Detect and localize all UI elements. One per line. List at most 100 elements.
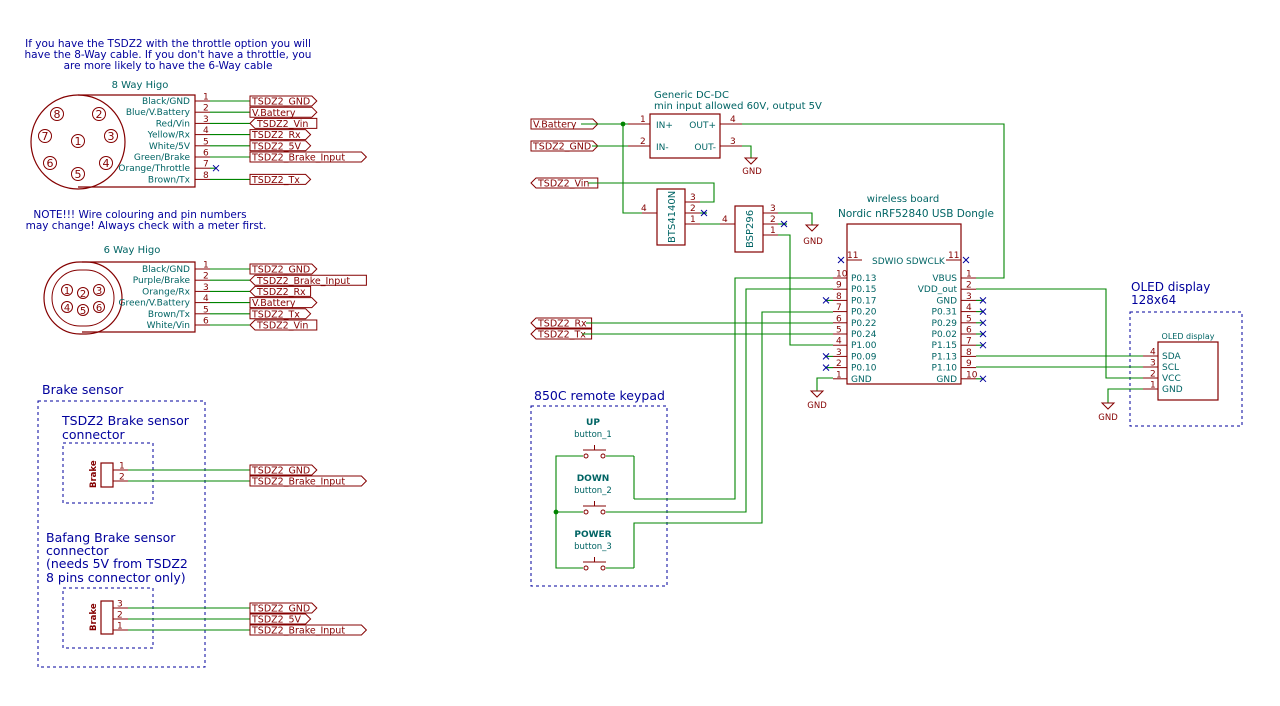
board-gnd-symbol <box>809 390 825 398</box>
no-connect-mark <box>212 164 220 172</box>
board-right-pin-num: 5 <box>966 314 972 324</box>
bts4140n-part: BTS4140N 3 2 1 4 <box>641 188 708 246</box>
board-pin-sdwio: SDWIO <box>872 257 903 267</box>
higo8-pin-num: 3 <box>203 115 209 125</box>
board-body <box>846 223 962 385</box>
tsdz2-brake-part-name: Brake <box>89 460 99 488</box>
board-right-pin-name: P0.02 <box>932 330 957 340</box>
throttle-note-line-1: If you have the TSDZ2 with the throttle … <box>25 38 311 50</box>
higo-6-pos: 2 <box>80 289 86 300</box>
no-connect-mark <box>822 297 830 304</box>
higo-8-body <box>78 94 196 188</box>
oled-pin-num: 4 <box>1150 348 1156 358</box>
higo6-pin-num: 1 <box>203 261 209 271</box>
higo8-net-label-text: TSDZ2_Vin <box>256 119 308 130</box>
higo6-wire-color: Black/GND <box>142 265 190 275</box>
higo6-net-label-shape <box>249 319 318 331</box>
junction-dot <box>620 121 626 127</box>
board-tx-label-text: TSDZ2_Tx <box>537 330 586 341</box>
higo-8-pos: 4 <box>103 157 110 170</box>
bafang-brake-title-4: 8 pins connector only) <box>46 570 186 585</box>
board-left-pin-num: 10 <box>836 270 848 280</box>
higo8-net-label: TSDZ2_5V <box>249 140 312 152</box>
board-gnd-label: GND <box>807 401 827 411</box>
dcdc-gnd-net-label: TSDZ2_GND <box>530 140 599 153</box>
higo8-wire-color: Blue/V.Battery <box>126 108 191 118</box>
tsdz2-brake-net-label-text: TSDZ2_GND <box>251 466 310 477</box>
dcdc-num-in-plus: 1 <box>640 115 646 125</box>
higo6-net-label-shape <box>249 297 318 309</box>
board-left-pin-name: GND <box>851 375 872 385</box>
board-num-sdwio: 11 <box>847 251 858 261</box>
higo8-wire-color: Green/Brake <box>134 153 191 163</box>
oled-pin-num: 2 <box>1150 370 1156 380</box>
higo-8-title: 8 Way Higo <box>112 80 169 91</box>
throttle-note-line-3: are more likely to have the 6-Way cable <box>64 60 273 72</box>
board-rx-label: TSDZ2_Rx <box>530 317 593 330</box>
dcdc-num-out-minus: 3 <box>730 137 736 147</box>
higo-6-body <box>82 261 196 333</box>
bsp-gnd-symbol <box>804 224 820 232</box>
higo8-pin-num: 5 <box>203 137 209 147</box>
board-right-pin-num: 9 <box>966 359 972 369</box>
board-left-pin-num: 4 <box>836 337 842 347</box>
keypad-button-ref: button_2 <box>574 486 612 496</box>
higo6-net-label-text: TSDZ2_Tx <box>251 309 300 320</box>
higo6-wire-color: Purple/Brake <box>133 276 191 286</box>
dcdc-converter: Generic DC-DC min input allowed 60V, out… <box>628 90 822 177</box>
dcdc-vin-label-text: TSDZ2_Vin <box>537 179 589 190</box>
higo8-net-label: TSDZ2_Rx <box>249 129 312 141</box>
higo-6-pos: 4 <box>64 303 70 314</box>
oled-frame <box>1129 311 1243 427</box>
higo8-wire-color: Black/GND <box>142 97 190 107</box>
board-right-pin-name: GND <box>936 375 957 385</box>
higo-8-pos: 1 <box>75 135 82 148</box>
higo8-net-label-shape <box>249 129 312 141</box>
board-right-pin-num: 8 <box>966 348 972 358</box>
board-right-pin-num: 7 <box>966 337 972 347</box>
higo6-net-label-text: TSDZ2_Vin <box>256 321 308 332</box>
tsdz2-brake-connector <box>100 462 114 488</box>
dcdc-net-labels: V.BatteryTSDZ2_GNDTSDZ2_VinTSDZ2_RxTSDZ2… <box>530 118 599 341</box>
dcdc-num-in-minus: 2 <box>640 137 646 147</box>
oled-pin-name: VCC <box>1162 374 1181 384</box>
board-right-pin-num: 1 <box>966 270 972 280</box>
board-left-pin-name: P1.00 <box>851 341 877 351</box>
tsdz2-brake-net-label-shape <box>249 475 368 487</box>
higo-8-pos: 7 <box>42 130 49 143</box>
board-right-pin-name: P1.10 <box>932 364 958 374</box>
higo6-net-label: TSDZ2_GND <box>249 263 318 276</box>
no-connect-mark <box>979 297 987 304</box>
higo8-pin-num: 7 <box>203 160 209 170</box>
higo8-net-label: TSDZ2_Brake_Input <box>249 151 368 164</box>
higo6-net-label: V.Battery <box>249 297 318 309</box>
wire-note-line-2: may change! Always check with a meter fi… <box>26 220 267 232</box>
board-left-pin-name: P0.20 <box>851 308 877 318</box>
dcdc-pin-in-minus: IN- <box>656 143 669 153</box>
higo6-net-label-shape <box>249 274 367 286</box>
higo-8-pos: 3 <box>108 130 115 143</box>
higo8-wire-color: White/5V <box>149 142 191 152</box>
bafang-brake-net-label-shape <box>249 602 318 614</box>
higo8-wire-color: Yellow/Rx <box>147 131 191 141</box>
higo6-net-label-text: V.Battery <box>252 298 296 309</box>
higo8-net-label-text: TSDZ2_GND <box>251 97 310 108</box>
higo6-net-label-text: TSDZ2_Rx <box>256 287 306 298</box>
keypad-button-down: DOWN button_2 <box>574 474 634 515</box>
board-right-pin-name: VBUS <box>932 274 957 284</box>
nordic-board: wireless board Nordic nRF52840 USB Dongl… <box>807 194 994 411</box>
higo6-wire-color: Green/V.Battery <box>119 299 191 309</box>
bafang-brake-net-label-text: TSDZ2_GND <box>251 604 310 615</box>
oled-pin-num: 1 <box>1150 381 1156 391</box>
higo6-net-label: TSDZ2_Vin <box>249 319 318 332</box>
bsp296-body <box>734 205 764 253</box>
board-right-pin-num: 6 <box>966 326 972 336</box>
higo6-net-label: TSDZ2_Tx <box>249 308 312 320</box>
bafang-brake-net-label: TSDZ2_GND <box>249 602 318 615</box>
board-pin-sdwclk: SDWCLK <box>906 257 946 267</box>
bafang-brake-net-label-text: TSDZ2_5V <box>251 615 301 626</box>
keypad-button-label: DOWN <box>577 474 610 484</box>
